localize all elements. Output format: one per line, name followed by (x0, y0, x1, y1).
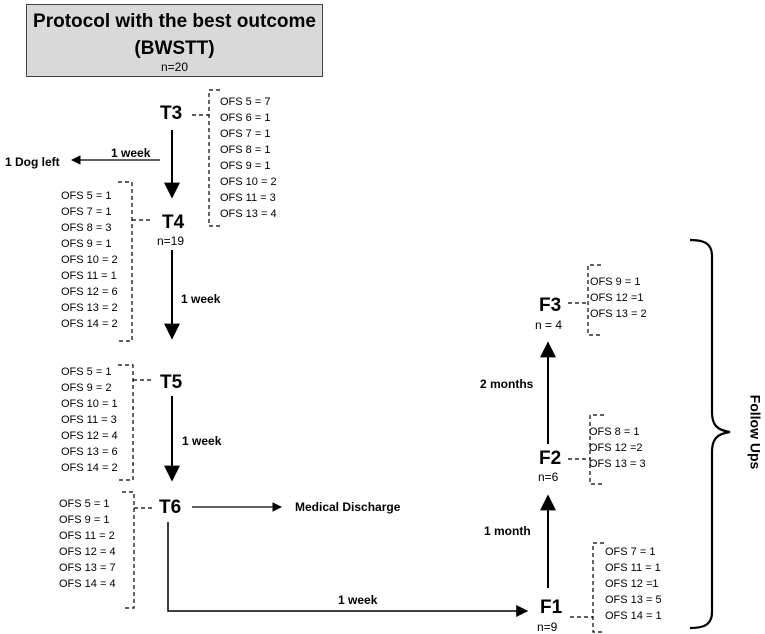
ofs-entry: OFS 13 = 4 (220, 208, 277, 220)
ofs-entry: OFS 10 = 2 (220, 176, 277, 188)
node-t3: T3 (160, 103, 183, 124)
ofs-entry: OFS 5 = 7 (220, 96, 271, 108)
ofs-entry: OFS 11 = 1 (61, 270, 117, 282)
ofs-entry: OFS 5 = 1 (61, 366, 112, 378)
ofs-entry: OFS 12 = 4 (59, 546, 116, 558)
ofs-entry: OFS 12 =1 (590, 292, 644, 304)
ofs-entry: OFS 14 = 2 (61, 462, 118, 474)
label-dog-left: 1 Dog left (5, 155, 60, 169)
ofs-entry: OFS 12 =2 (589, 442, 643, 454)
ofs-list-t5: OFS 5 = 1 OFS 9 = 2 OFS 10 = 1 OFS 11 = 3 OF… (61, 364, 118, 476)
ofs-entry: OFS 14 = 1 (605, 610, 662, 622)
ofs-list-f2: OFS 8 = 1 OFS 12 =2 OFS 13 = 3 (589, 424, 646, 472)
ofs-entry: OFS 9 = 1 (220, 160, 271, 172)
ofs-entry: OFS 10 = 2 (61, 254, 118, 266)
ofs-list-t6: OFS 5 = 1 OFS 9 = 1 OFS 11 = 2 OFS 12 = 4 OF… (59, 496, 116, 592)
ofs-entry: OFS 11 = 3 (220, 192, 276, 204)
ofs-entry: OFS 13 = 3 (589, 458, 646, 470)
ofs-entry: OFS 10 = 1 (61, 398, 118, 410)
ofs-list-f3: OFS 9 = 1 OFS 12 =1 OFS 13 = 2 (590, 274, 647, 322)
ofs-entry: OFS 11 = 3 (61, 414, 117, 426)
ofs-list-t3: OFS 5 = 7 OFS 6 = 1 OFS 7 = 1 OFS 8 = 1 OFS … (220, 94, 277, 222)
ofs-entry: OFS 12 = 6 (61, 286, 118, 298)
ofs-entry: OFS 7 = 1 (61, 206, 112, 218)
node-f3: F3 (539, 295, 562, 316)
node-t4-count: n=19 (157, 234, 185, 248)
node-f3-count: n = 4 (535, 318, 563, 332)
ofs-entry: OFS 13 = 7 (59, 562, 116, 574)
label-medical-discharge: Medical Discharge (295, 500, 401, 514)
ofs-entry: OFS 7 = 1 (605, 546, 656, 558)
ofs-entry: OFS 9 = 1 (61, 238, 112, 250)
ofs-entry: OFS 11 = 2 (59, 530, 115, 542)
ofs-list-f1: OFS 7 = 1 OFS 11 = 1 OFS 12 =1 OFS 13 = 5 OF… (605, 544, 662, 624)
ofs-entry: OFS 13 = 6 (61, 446, 118, 458)
ofs-entry: OFS 5 = 1 (59, 498, 110, 510)
node-t5: T5 (160, 372, 183, 393)
ofs-entry: OFS 12 =1 (605, 578, 659, 590)
node-f2-count: n=6 (538, 470, 559, 484)
ofs-entry: OFS 8 = 1 (220, 144, 271, 156)
ofs-entry: OFS 11 = 1 (605, 562, 661, 574)
ofs-entry: OFS 8 = 3 (61, 222, 112, 234)
node-f2: F2 (539, 448, 562, 469)
ofs-entry: OFS 8 = 1 (589, 426, 640, 438)
ofs-entry: OFS 14 = 2 (61, 318, 118, 330)
ofs-list-t4: OFS 5 = 1 OFS 7 = 1 OFS 8 = 3 OFS 9 = 1 OFS … (61, 188, 118, 332)
ofs-entry: OFS 13 = 2 (590, 308, 647, 320)
label-t5-t6: 1 week (182, 434, 222, 448)
node-f1: F1 (540, 597, 563, 618)
ofs-entry: OFS 9 = 2 (61, 382, 112, 394)
ofs-entry: OFS 6 = 1 (220, 112, 271, 124)
label-f1-f2: 1 month (484, 524, 531, 538)
label-f2-f3: 2 months (480, 377, 534, 391)
ofs-entry: OFS 9 = 1 (59, 514, 110, 526)
label-t3-week: 1 week (111, 146, 151, 160)
node-t6: T6 (159, 497, 182, 518)
label-follow-ups: Follow Ups (747, 394, 764, 470)
ofs-entry: OFS 5 = 1 (61, 190, 112, 202)
ofs-entry: OFS 14 = 4 (59, 578, 116, 590)
title-line2: (BWSTT) (134, 38, 215, 59)
node-f1-count: n=9 (537, 620, 558, 634)
node-t4: T4 (162, 212, 185, 233)
ofs-entry: OFS 9 = 1 (590, 276, 641, 288)
title-count: n=20 (160, 60, 189, 74)
ofs-entry: OFS 7 = 1 (220, 128, 271, 140)
title-line1: Protocol with the best outcome (33, 11, 316, 32)
ofs-entry: OFS 12 = 4 (61, 430, 118, 442)
title-box: Protocol with the best outcome (BWSTT) n… (26, 4, 323, 77)
label-t6-f1: 1 week (338, 593, 378, 607)
label-t4-t5: 1 week (181, 292, 221, 306)
ofs-entry: OFS 13 = 2 (61, 302, 118, 314)
ofs-entry: OFS 13 = 5 (605, 594, 662, 606)
